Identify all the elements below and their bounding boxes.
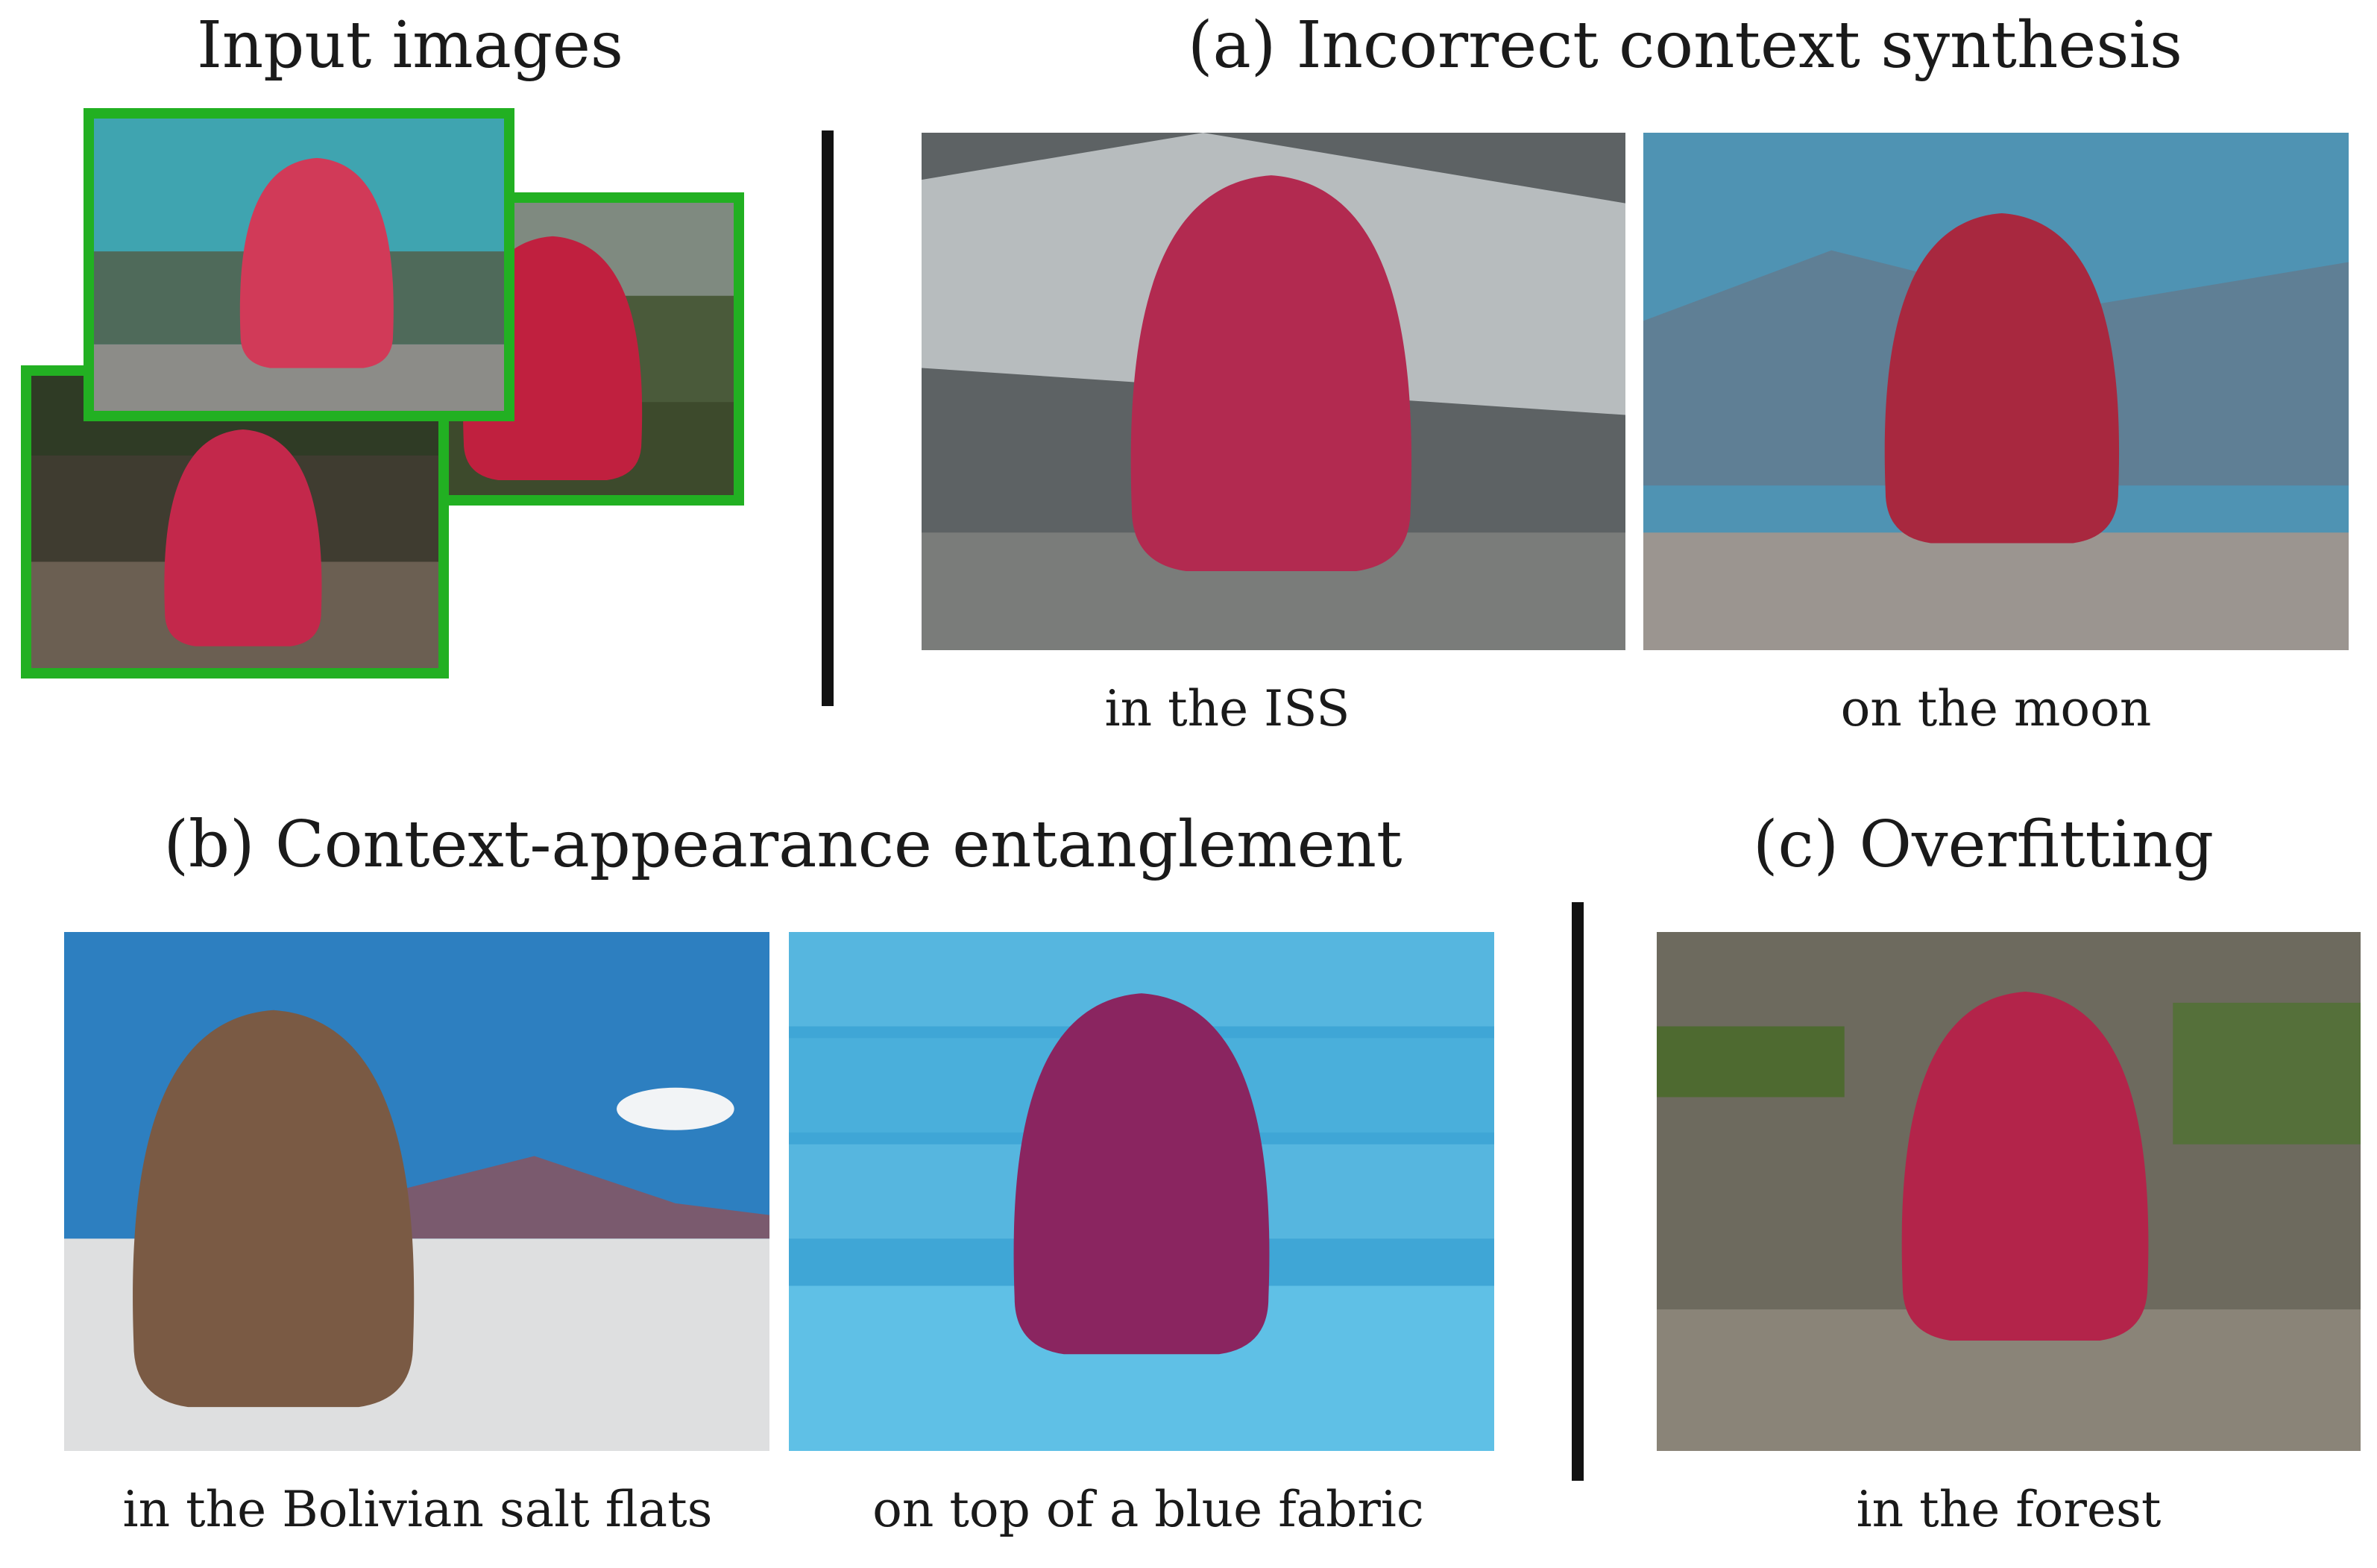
divider-bottom (1572, 902, 1584, 1481)
image-in-the-iss (922, 133, 1625, 650)
input-image-2 (21, 365, 449, 678)
heading-overfitting: (c) Overfitting (1752, 807, 2214, 882)
caption-in-the-iss: in the ISS (1104, 680, 1350, 737)
caption-on-the-moon: on the moon (1840, 680, 2152, 737)
caption-bolivian-salt-flats: in the Bolivian salt flats (122, 1481, 713, 1538)
heading-context-appearance: (b) Context-appearance entanglement (163, 807, 1402, 882)
heading-incorrect-context: (a) Incorrect context synthesis (1187, 8, 2183, 83)
image-on-the-moon (1643, 133, 2349, 650)
heading-input-images: Input images (196, 8, 624, 83)
image-bolivian-salt-flats (64, 932, 769, 1451)
image-in-the-forest (1657, 932, 2361, 1451)
image-blue-fabric (789, 932, 1494, 1451)
caption-blue-fabric: on top of a blue fabric (872, 1481, 1424, 1538)
caption-in-the-forest: in the forest (1856, 1481, 2162, 1538)
divider-top (822, 130, 834, 706)
input-image-1 (84, 108, 514, 421)
